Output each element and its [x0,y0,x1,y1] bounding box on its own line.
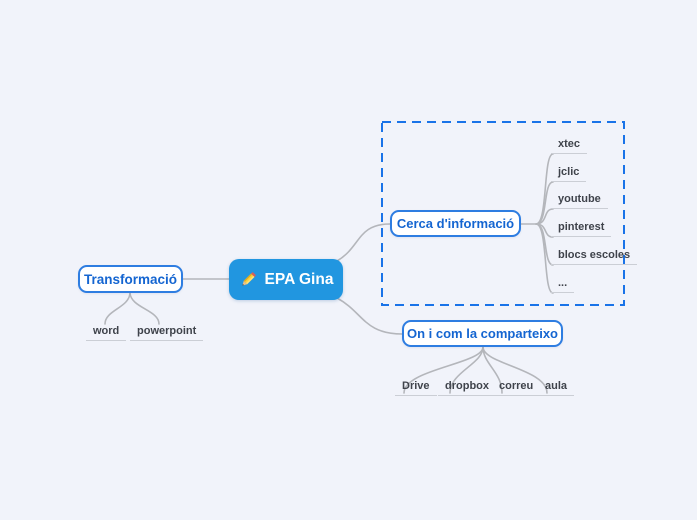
leaf-node-dropbox[interactable]: dropbox [438,380,496,396]
connector-root-oncom [336,297,403,335]
leaf-node-pinterest[interactable]: pinterest [551,221,612,237]
connector-root-cerca [336,223,391,262]
connector-oncom-dropbox [449,346,484,394]
leaf-node-word[interactable]: word [86,325,127,341]
connector-transformacio-word [104,292,131,325]
connector-cerca-xtec [535,153,554,225]
node-cerca-informacio-label: Cerca d'informació [396,216,515,231]
leaf-node-ellipsis[interactable]: ... [551,277,575,293]
connector-cerca-dots [535,223,554,294]
node-transformacio-label: Transformació [83,271,178,287]
leaf-node-xtec[interactable]: xtec [551,138,588,154]
leaf-node-correu[interactable]: correu [492,380,541,396]
node-on-i-com-la-comparteixo[interactable]: On i com la comparteixo [402,320,563,347]
node-on-i-com-label: On i com la comparteixo [407,326,558,341]
node-root-epa-gina[interactable]: EPA Gina [229,259,343,300]
node-transformacio[interactable]: Transformació [78,265,183,293]
connector-oncom-aula [482,346,548,394]
leaf-node-jclic[interactable]: jclic [551,166,587,182]
leaf-node-drive[interactable]: Drive [395,380,437,396]
connector-oncom-drive [403,346,484,394]
leaf-node-powerpoint[interactable]: powerpoint [130,325,204,341]
node-root-label: EPA Gina [264,270,334,288]
selection-box [381,121,625,306]
leaf-node-aula[interactable]: aula [538,380,575,396]
pencil-icon [241,272,256,286]
connector-cerca-jclic [535,181,554,225]
leaf-node-blocs-escoles[interactable]: blocs escoles [551,249,638,265]
leaf-node-youtube[interactable]: youtube [551,193,608,209]
node-cerca-informacio[interactable]: Cerca d'informació [390,210,521,237]
connector-transformacio-powerpoint [129,292,160,325]
